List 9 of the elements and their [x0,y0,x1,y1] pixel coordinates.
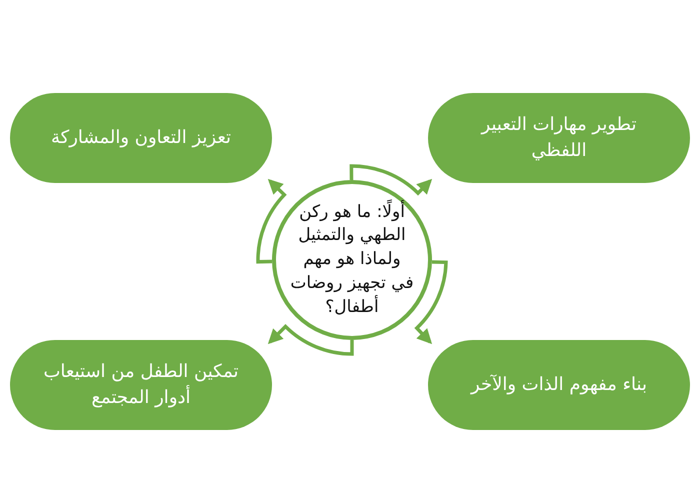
topic-box: بناء مفهوم الذات والآخر [428,340,690,430]
center-circle: أولًا: ما هو ركن الطهي والتمثيل ولماذا هو مهم في تجهيز روضات أطفال؟ [272,180,432,340]
curved-arrow [415,260,448,344]
curved-arrow [256,178,286,264]
curved-arrow [268,324,354,356]
curved-arrow [350,164,432,195]
topic-box: تطوير مهارات التعبير اللفظي [428,93,690,183]
topic-box: تعزيز التعاون والمشاركة [10,93,272,183]
topic-box: تمكين الطفل من استيعاب أدوار المجتمع [10,340,272,430]
